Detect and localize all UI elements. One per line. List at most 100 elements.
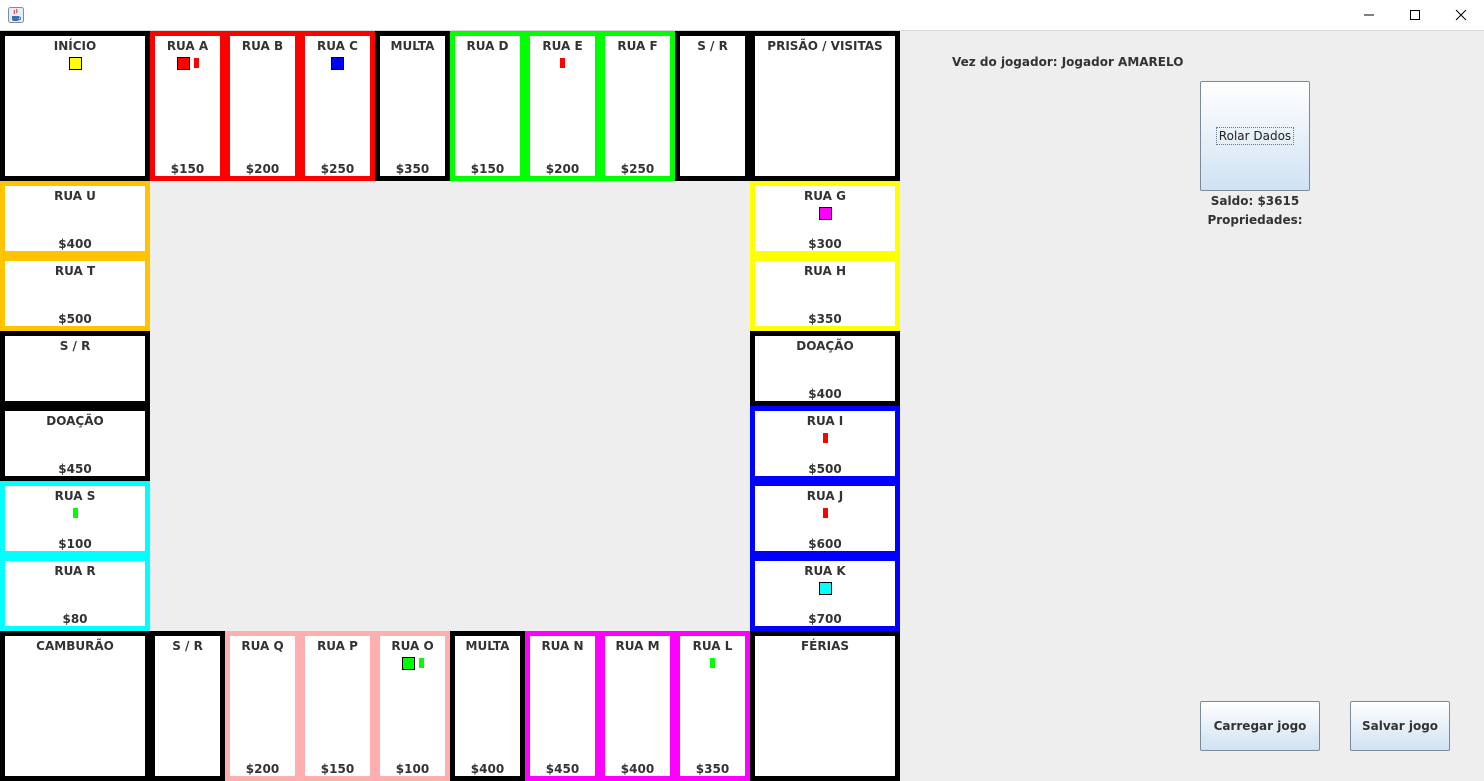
tile-price: $250 bbox=[620, 162, 655, 176]
turn-label: Vez do jogador: Jogador AMARELO bbox=[952, 55, 1184, 69]
board-tile: FÉRIAS bbox=[750, 631, 900, 781]
board-tile: S / R bbox=[675, 31, 750, 181]
roll-dice-button[interactable]: Rolar Dados bbox=[1200, 81, 1310, 191]
board-tile: DOAÇÃO $450 bbox=[0, 406, 150, 481]
roll-dice-label: Rolar Dados bbox=[1215, 127, 1295, 145]
board-tile: RUA C $250 bbox=[300, 31, 375, 181]
close-button[interactable] bbox=[1438, 0, 1484, 30]
tile-markers bbox=[530, 55, 595, 71]
minimize-button[interactable] bbox=[1346, 0, 1392, 30]
board-tile: RUA T$500 bbox=[0, 256, 150, 331]
board-tile: RUA F $250 bbox=[600, 31, 675, 181]
tile-markers bbox=[5, 55, 145, 71]
house-marker bbox=[822, 433, 828, 443]
tile-price: $350 bbox=[808, 312, 842, 326]
tile-name: RUA I bbox=[806, 414, 844, 428]
player-pawn bbox=[401, 656, 415, 670]
tile-price: $600 bbox=[808, 537, 842, 551]
house-marker bbox=[72, 508, 78, 518]
tile-name: RUA T bbox=[54, 264, 96, 278]
title-bar bbox=[0, 0, 1484, 31]
tile-name: RUA M bbox=[615, 639, 660, 653]
tile-name: DOAÇÃO bbox=[46, 414, 104, 428]
board-tile: RUA L $350 bbox=[675, 631, 750, 781]
tile-price: $450 bbox=[58, 462, 92, 476]
board-tile: RUA O$100 bbox=[375, 631, 450, 781]
board-tile: RUA U $400 bbox=[0, 181, 150, 256]
tile-name: RUA E bbox=[542, 39, 583, 53]
tile-name: RUA L bbox=[692, 639, 733, 653]
tile-name: RUA A bbox=[166, 39, 209, 53]
tile-name: RUA R bbox=[54, 564, 96, 578]
house-marker bbox=[418, 658, 424, 668]
tile-name: MULTA bbox=[465, 639, 510, 653]
balance-label: Saldo: $3615 bbox=[1210, 194, 1300, 208]
board-tile: CAMBURÃO bbox=[0, 631, 150, 781]
tile-price: $700 bbox=[808, 612, 842, 626]
properties-label: Propriedades: bbox=[1207, 213, 1303, 227]
tile-name: CAMBURÃO bbox=[36, 639, 114, 653]
tile-price: $200 bbox=[245, 762, 280, 776]
board-tile: MULTA$350 bbox=[375, 31, 450, 181]
board-tile: RUA B$200 bbox=[225, 31, 300, 181]
close-icon bbox=[1455, 9, 1467, 21]
tile-name: RUA Q bbox=[241, 639, 284, 653]
tile-price: $350 bbox=[395, 162, 430, 176]
board-tile: RUA D $150 bbox=[450, 31, 525, 181]
tile-name: S / R bbox=[697, 39, 728, 53]
tile-price: $400 bbox=[470, 762, 505, 776]
board-tile: RUA M$400 bbox=[600, 631, 675, 781]
tile-price: $250 bbox=[320, 162, 355, 176]
house-marker bbox=[560, 58, 565, 68]
board-tile: RUA J$600 bbox=[750, 481, 900, 556]
load-game-button[interactable]: Carregar jogo bbox=[1200, 701, 1320, 751]
tile-price: $400 bbox=[808, 387, 842, 401]
tile-price: $100 bbox=[395, 762, 430, 776]
board-tile: RUA N $450 bbox=[525, 631, 600, 781]
tile-price: $150 bbox=[470, 162, 505, 176]
tile-name: RUA N bbox=[541, 639, 584, 653]
player-pawn bbox=[818, 206, 832, 220]
tile-markers bbox=[755, 430, 895, 446]
tile-markers bbox=[755, 505, 895, 521]
board-tile: RUA S$100 bbox=[0, 481, 150, 556]
tile-markers bbox=[755, 205, 895, 221]
save-game-button[interactable]: Salvar jogo bbox=[1350, 701, 1450, 751]
tile-price: $200 bbox=[545, 162, 580, 176]
maximize-icon bbox=[1410, 10, 1420, 20]
board-tile: RUA P$150 bbox=[300, 631, 375, 781]
board-tile: RUA G$300 bbox=[750, 181, 900, 256]
house-marker bbox=[710, 658, 715, 668]
board-tile: S / R bbox=[150, 631, 225, 781]
tile-name: RUA F bbox=[617, 39, 658, 53]
tile-name: RUA P bbox=[317, 639, 358, 653]
tile-markers bbox=[305, 55, 370, 71]
tile-markers bbox=[755, 580, 895, 596]
board-tile: RUA Q $200 bbox=[225, 631, 300, 781]
tile-name: FÉRIAS bbox=[800, 639, 850, 653]
player-pawn bbox=[818, 581, 832, 595]
tile-price: $100 bbox=[58, 537, 92, 551]
tile-name: RUA C bbox=[317, 39, 358, 53]
tile-markers bbox=[380, 655, 445, 671]
board-tile: MULTA $400 bbox=[450, 631, 525, 781]
tile-price: $400 bbox=[58, 237, 92, 251]
tile-price: $450 bbox=[545, 762, 580, 776]
tile-name: RUA U bbox=[54, 189, 96, 203]
board-tile: PRISÃO / VISITAS bbox=[750, 31, 900, 181]
tile-name: RUA D bbox=[466, 39, 509, 53]
tile-name: DOAÇÃO bbox=[796, 339, 854, 353]
minimize-icon bbox=[1364, 14, 1374, 16]
tile-markers bbox=[155, 55, 220, 71]
tile-price: $350 bbox=[695, 762, 730, 776]
tile-name: PRISÃO / VISITAS bbox=[767, 39, 883, 53]
tile-price: $80 bbox=[62, 612, 88, 626]
tile-name: RUA B bbox=[241, 39, 284, 53]
house-marker bbox=[822, 508, 828, 518]
board-tile: INÍCIO bbox=[0, 31, 150, 181]
tile-markers bbox=[5, 505, 145, 521]
player-pawn bbox=[68, 56, 82, 70]
tile-name: S / R bbox=[59, 339, 91, 353]
maximize-button[interactable] bbox=[1392, 0, 1438, 30]
